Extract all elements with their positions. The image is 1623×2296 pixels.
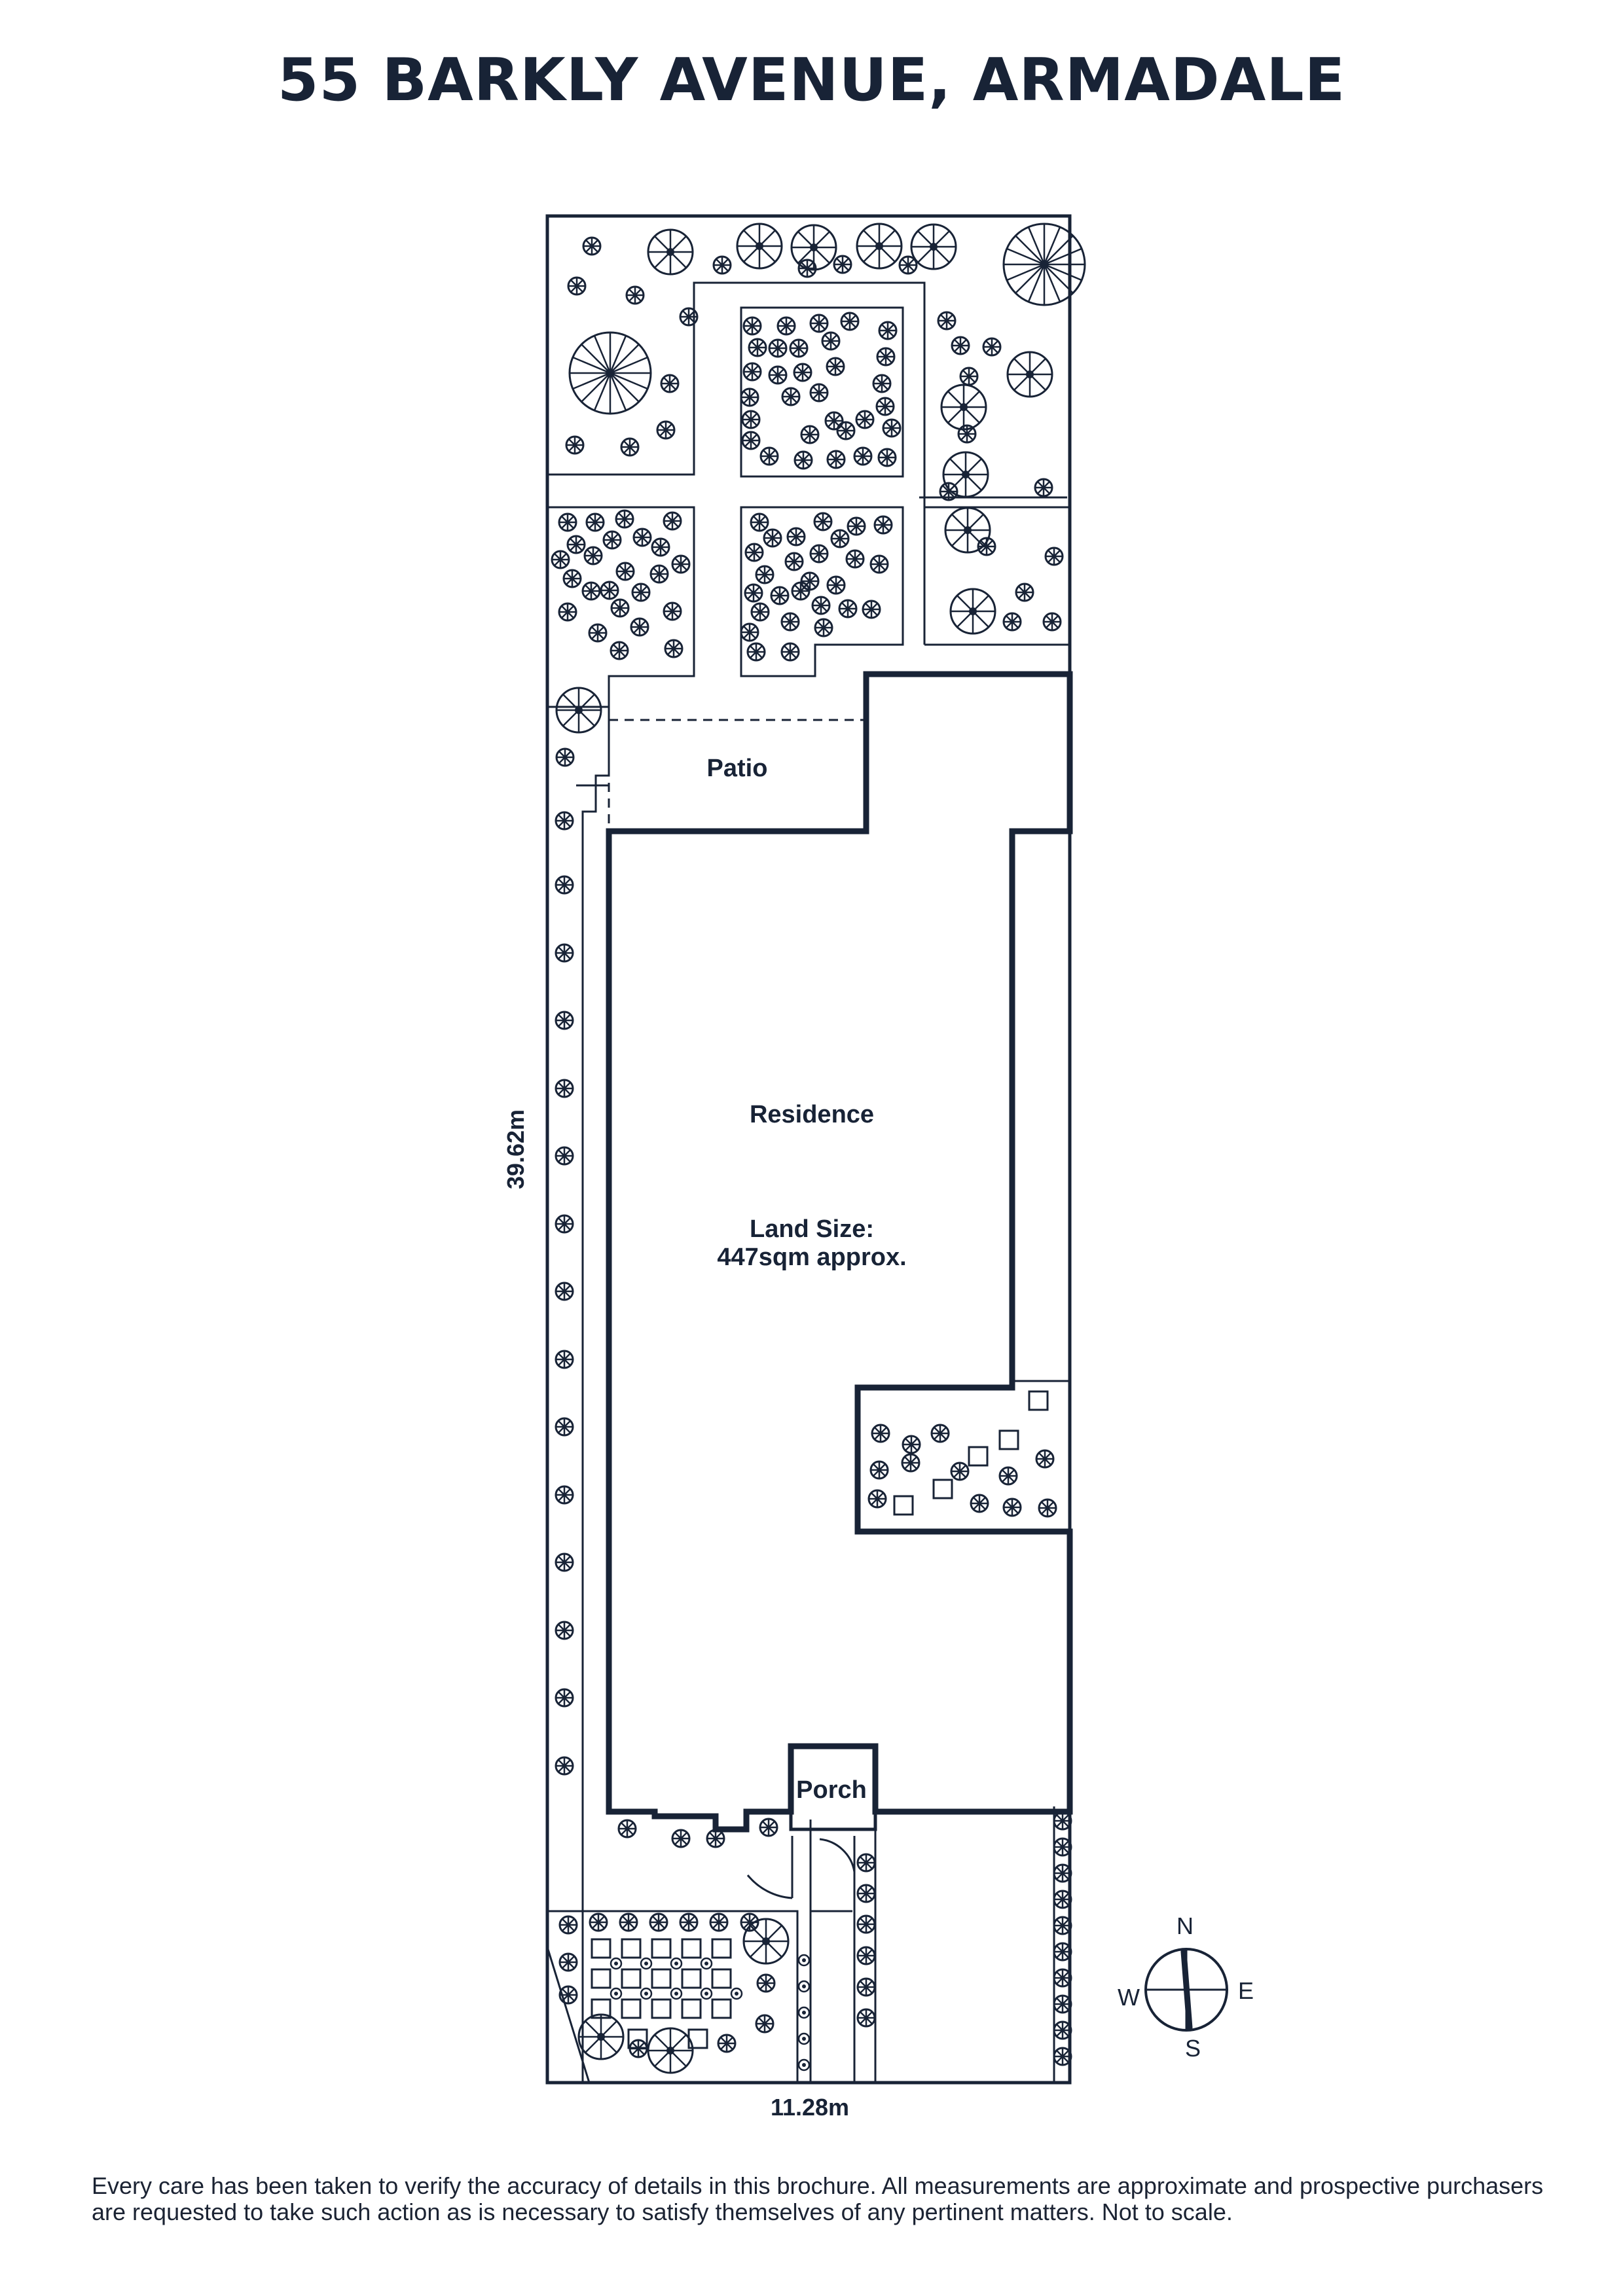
property-boundary bbox=[545, 214, 1072, 2085]
land-size-label: Land Size: bbox=[750, 1215, 874, 1243]
compass: N E S W bbox=[1118, 1912, 1254, 2062]
front-left-garden bbox=[558, 1912, 776, 2058]
page-title: 55 BARKLY AVENUE, ARMADALE bbox=[277, 46, 1346, 115]
courtyard-plants bbox=[867, 1390, 1057, 1518]
front-dimension: 11.28m bbox=[771, 2094, 849, 2121]
side-dimension: 39.62m bbox=[502, 1109, 529, 1189]
compass-east: E bbox=[1238, 1977, 1254, 2004]
patio-label: Patio bbox=[707, 755, 768, 782]
compass-needle bbox=[1180, 1948, 1193, 2031]
compass-south: S bbox=[1185, 2035, 1201, 2062]
land-size-value: 447sqm approx. bbox=[717, 1244, 906, 1271]
residence-label: Residence bbox=[750, 1101, 874, 1128]
porch-label: Porch bbox=[796, 1776, 867, 1804]
compass-west: W bbox=[1118, 1984, 1140, 2011]
compass-north: N bbox=[1176, 1912, 1194, 1939]
door-swing bbox=[746, 1836, 793, 1899]
west-hedge bbox=[555, 747, 575, 1776]
porch-outline bbox=[789, 1812, 877, 1831]
disclaimer: Every care has been taken to verify the … bbox=[92, 2172, 1544, 2225]
